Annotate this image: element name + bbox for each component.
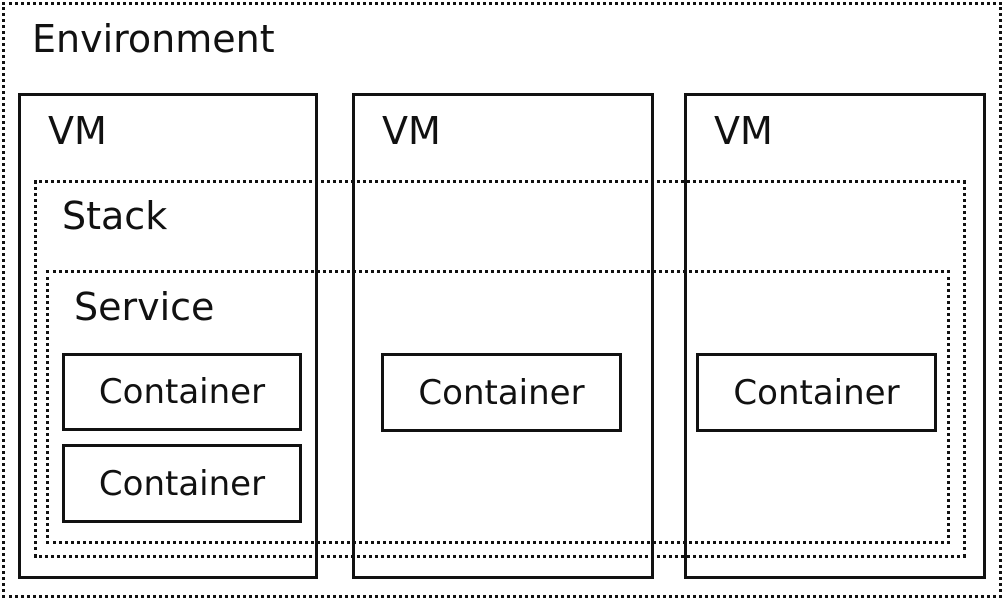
container-box-1: Container [62,353,302,431]
vm-label-1: VM [48,109,107,153]
vm-box-3 [684,93,986,579]
vm-label-3: VM [714,109,773,153]
service-box [46,270,950,544]
container-label-2: Container [98,463,266,504]
container-label-3: Container [418,372,585,413]
container-box-3: Container [381,353,622,432]
container-box-2: Container [62,444,302,523]
container-box-4: Container [696,353,937,432]
stack-label: Stack [62,194,168,238]
container-label-1: Container [98,372,266,412]
environment-label: Environment [32,17,275,61]
stack-box [34,180,966,558]
vm-box-2 [352,93,654,579]
container-label-4: Container [733,372,900,413]
service-label: Service [74,285,215,329]
vm-box-1 [18,93,318,579]
vm-label-2: VM [382,109,441,153]
